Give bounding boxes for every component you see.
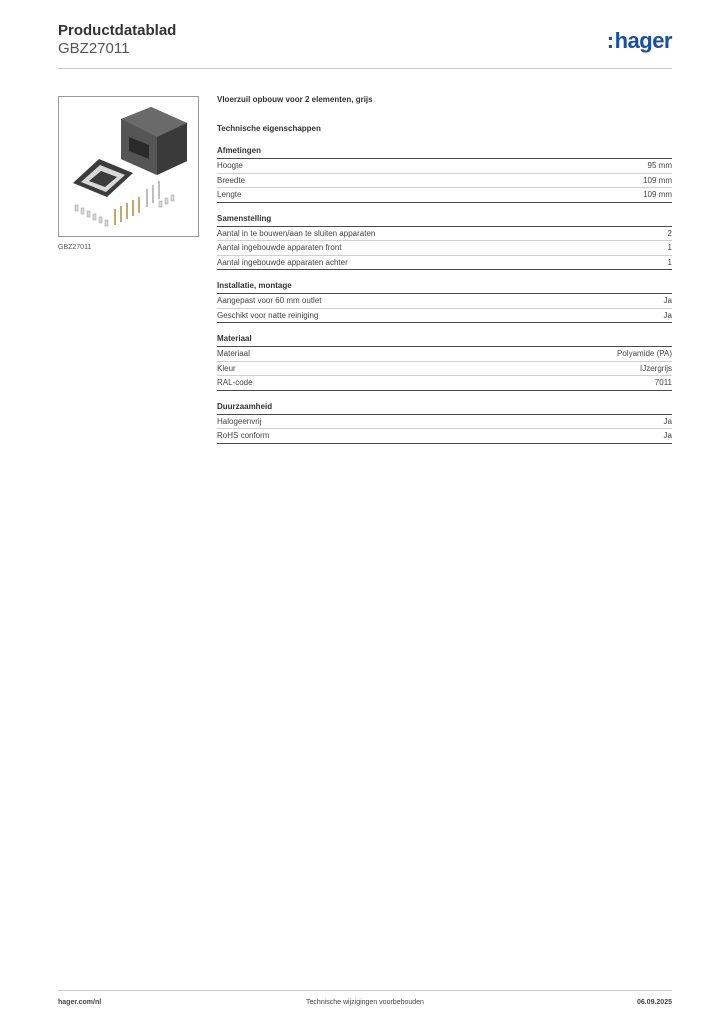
row-label: RoHS conform bbox=[217, 431, 270, 440]
table-row: Aangepast voor 60 mm outlet Ja bbox=[217, 294, 672, 309]
row-label: Halogeenvrij bbox=[217, 416, 262, 426]
row-value: Ja bbox=[663, 431, 672, 440]
section-afmetingen: Afmetingen Hoogte 95 mm Breedte 109 mm Len… bbox=[217, 145, 672, 203]
logo-text: hager bbox=[614, 28, 673, 53]
row-value: Ja bbox=[663, 416, 672, 426]
table-row: RAL-code 7011 bbox=[217, 376, 672, 391]
row-label: Geschikt voor natte reiniging bbox=[217, 310, 319, 320]
row-value: 109 mm bbox=[643, 190, 672, 199]
section-title: Afmetingen bbox=[217, 145, 672, 159]
product-code: GBZ27011 bbox=[58, 40, 130, 57]
row-value: 1 bbox=[667, 243, 672, 252]
table-row: Halogeenvrij Ja bbox=[217, 415, 672, 429]
hager-logo[interactable]: :hager bbox=[606, 28, 673, 53]
section-installatie: Installatie, montage Aangepast voor 60 m… bbox=[217, 280, 672, 323]
table-row: Aantal ingebouwde apparaten achter 1 bbox=[217, 256, 672, 270]
row-label: Breedte bbox=[217, 175, 246, 185]
row-label: Aangepast voor 60 mm outlet bbox=[217, 296, 322, 305]
table-row: Aantal ingebouwde apparaten front 1 bbox=[217, 241, 672, 256]
row-label: RAL-code bbox=[217, 378, 253, 387]
table-row: Aantal in te bouwen/aan te sluiten appar… bbox=[217, 227, 672, 241]
row-value: 95 mm bbox=[647, 161, 672, 170]
footer-url-link[interactable]: hager.com/nl bbox=[58, 999, 102, 1006]
table-row: RoHS conform Ja bbox=[217, 429, 672, 444]
row-label: Hoogte bbox=[217, 161, 243, 170]
row-value: 2 bbox=[667, 228, 672, 238]
table-row: Hoogte 95 mm bbox=[217, 159, 672, 174]
row-value: 7011 bbox=[654, 378, 672, 387]
section-title: Installatie, montage bbox=[217, 280, 672, 294]
page-header: Productdatablad GBZ27011 bbox=[58, 22, 176, 58]
image-caption: GBZ27011 bbox=[58, 244, 92, 251]
row-label: Materiaal bbox=[217, 349, 250, 358]
table-row: Materiaal Polyamide (PA) bbox=[217, 347, 672, 362]
header-divider bbox=[58, 68, 672, 69]
table-row: Lengte 109 mm bbox=[217, 188, 672, 203]
row-value: Polyamide (PA) bbox=[617, 349, 672, 358]
section-title: Duurzaamheid bbox=[217, 401, 672, 415]
product-content: Vloerzuil opbouw voor 2 elementen, grijs… bbox=[217, 95, 672, 454]
row-label: Aantal in te bouwen/aan te sluiten appar… bbox=[217, 228, 376, 238]
table-row: Geschikt voor natte reiniging Ja bbox=[217, 309, 672, 323]
row-label: Lengte bbox=[217, 190, 242, 199]
tech-properties-heading: Technische eigenschappen bbox=[217, 124, 321, 133]
product-image bbox=[58, 96, 199, 237]
section-samenstelling: Samenstelling Aantal in te bouwen/aan te… bbox=[217, 213, 672, 270]
section-title: Samenstelling bbox=[217, 213, 672, 227]
row-label: Kleur bbox=[217, 363, 236, 373]
section-title: Materiaal bbox=[217, 333, 672, 347]
row-value: Ja bbox=[663, 296, 672, 305]
footer-divider bbox=[58, 990, 672, 991]
row-value: Ja bbox=[663, 310, 672, 320]
table-row: Breedte 109 mm bbox=[217, 174, 672, 188]
product-photo-icon bbox=[73, 107, 187, 227]
table-row: Kleur IJzergrijs bbox=[217, 362, 672, 376]
row-label: Aantal ingebouwde apparaten achter bbox=[217, 257, 348, 267]
row-value: IJzergrijs bbox=[639, 363, 672, 373]
product-description: Vloerzuil opbouw voor 2 elementen, grijs bbox=[217, 95, 373, 104]
row-label: Aantal ingebouwde apparaten front bbox=[217, 243, 342, 252]
page-title: Productdatablad bbox=[58, 22, 177, 39]
footer-notice: Technische wijzigingen voorbehouden bbox=[306, 999, 424, 1006]
row-value: 1 bbox=[667, 257, 672, 267]
row-value: 109 mm bbox=[643, 175, 672, 185]
footer-date: 06.09.2025 bbox=[636, 999, 672, 1006]
